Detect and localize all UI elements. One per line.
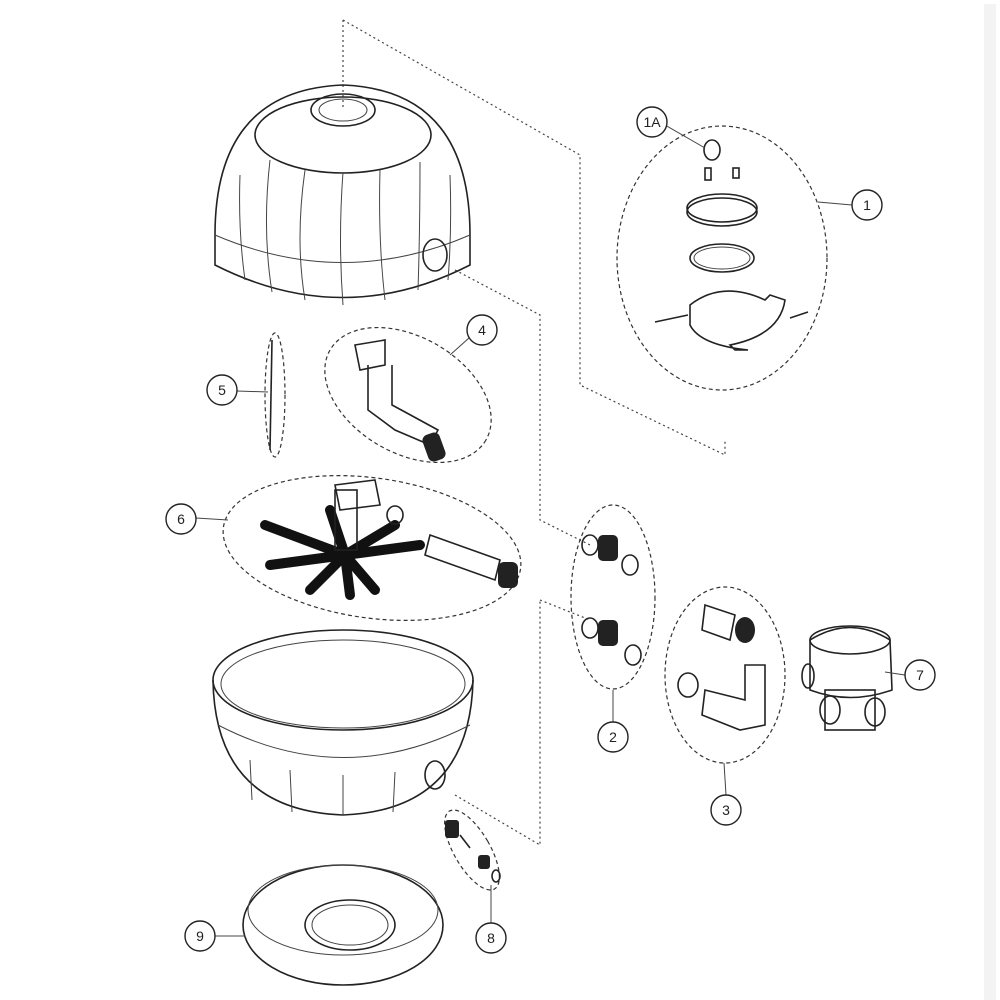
- part-3-fittings: [664, 586, 786, 764]
- part-6-laterals: [222, 475, 522, 621]
- part-1-lid-assembly: [616, 125, 828, 391]
- svg-text:5: 5: [218, 382, 226, 398]
- callout-6: 6: [165, 503, 197, 535]
- svg-text:1A: 1A: [643, 114, 661, 130]
- part-9-base: [242, 864, 444, 986]
- alignment-lines: [342, 19, 726, 847]
- svg-text:2: 2: [609, 729, 617, 745]
- svg-text:4: 4: [478, 322, 486, 338]
- svg-text:6: 6: [177, 511, 185, 527]
- callout-3: 3: [710, 794, 742, 826]
- scroll-edge: [984, 4, 996, 1000]
- callout-2: 2: [597, 721, 629, 753]
- part-8-drain: [444, 809, 501, 891]
- svg-text:3: 3: [722, 802, 730, 818]
- svg-text:8: 8: [487, 930, 495, 946]
- leader-lines: [195, 124, 906, 937]
- svg-text:9: 9: [196, 928, 204, 944]
- svg-text:1: 1: [863, 197, 871, 213]
- bottom-bowl: [212, 629, 474, 816]
- callout-1: 1: [851, 189, 883, 221]
- part-4-pipe: [324, 326, 492, 464]
- svg-text:7: 7: [916, 667, 924, 683]
- part-2-unions: [570, 504, 656, 690]
- callout-4: 4: [466, 314, 498, 346]
- top-dome: [214, 84, 471, 306]
- callout-7: 7: [904, 659, 936, 691]
- callout-8: 8: [475, 922, 507, 954]
- part-7-valve: [801, 625, 893, 731]
- part-5-rod: [264, 332, 286, 458]
- callout-5: 5: [206, 374, 238, 406]
- callout-9: 9: [184, 920, 216, 952]
- callout-1a: 1A: [636, 106, 668, 138]
